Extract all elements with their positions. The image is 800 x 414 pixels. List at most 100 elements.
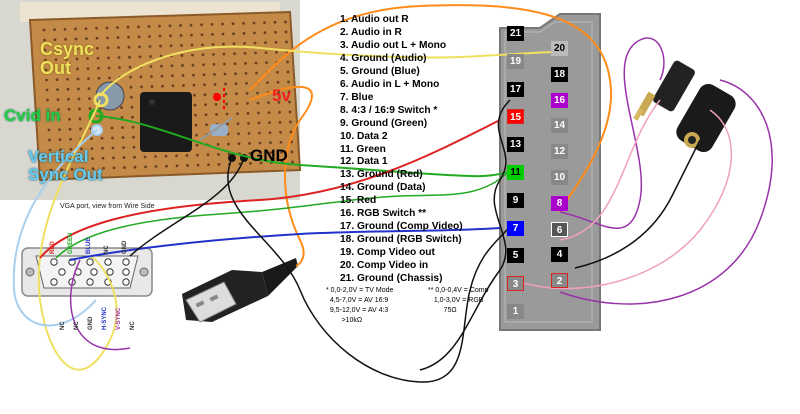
board-hole (150, 85, 154, 88)
board-hole (179, 34, 183, 37)
board-hole (75, 47, 78, 51)
audio-jack-female (676, 83, 736, 153)
board-hole (120, 106, 123, 109)
board-hole (236, 122, 240, 126)
board-hole (264, 41, 267, 45)
label-gnd: GND (250, 146, 288, 165)
resistor (210, 124, 228, 136)
board-hole (277, 100, 281, 104)
pin-list-item: 14. Ground (Data) (340, 182, 426, 194)
board-hole (192, 73, 195, 77)
board-hole (87, 87, 91, 90)
board-hole (122, 146, 125, 149)
board-hole (90, 147, 94, 151)
board-hole (215, 113, 218, 116)
vga-top-pin-label: RED (50, 241, 56, 254)
board-hole (148, 45, 152, 48)
pin-list-item: 18. Ground (RGB Switch) (340, 234, 462, 246)
board-hole (190, 33, 193, 37)
footnote-rgb-switch: ** 0,0-0,4V = Comp 1,0-3,0V = RGB 75Ω (428, 287, 489, 314)
wire-green-cvid (95, 115, 509, 178)
board-hole (245, 81, 248, 85)
wire-pink-1 (559, 99, 661, 241)
board-hole (276, 70, 279, 74)
wire-purple-1 (559, 37, 665, 229)
wire-purple-vga (69, 259, 131, 351)
board-hole (288, 100, 291, 104)
scart-pin-14: 14 (551, 118, 568, 134)
wire-red-vga (39, 119, 501, 259)
board-hole (129, 75, 132, 79)
wire-orange-loop (249, 85, 313, 267)
wire-black-gnd-1 (227, 157, 511, 383)
board-hole (78, 107, 81, 111)
board-hole (78, 117, 82, 121)
board-hole (139, 75, 143, 79)
board-hole (257, 111, 260, 115)
scart-pin-3: 3 (507, 276, 524, 292)
board-hole (58, 128, 61, 132)
board-hole (284, 30, 288, 34)
scart-pin-7: 7 (507, 220, 524, 236)
board-hole (106, 46, 110, 50)
board-hole (95, 36, 99, 40)
board-hole (175, 154, 178, 158)
vga-pin (50, 278, 58, 286)
board-hole (47, 128, 51, 132)
board-hole (55, 78, 59, 82)
board-hole (211, 33, 214, 36)
board-hole (248, 151, 252, 155)
board-hole (189, 23, 193, 27)
board-hole (195, 143, 199, 147)
board-hole (75, 57, 79, 61)
board-hole (137, 25, 140, 29)
pin-list-item: 20. Comp Video in (340, 260, 429, 272)
board-hole (269, 141, 272, 145)
board-hole (224, 92, 228, 96)
resistor-lead (199, 117, 233, 141)
wire-orange-csync (249, 4, 613, 213)
board-hole (245, 91, 249, 95)
board-hole (57, 108, 60, 112)
board-hole (196, 163, 200, 167)
board-hole (246, 111, 250, 115)
board-hole (144, 165, 147, 169)
usb-plug (182, 258, 298, 323)
board-hole (111, 146, 115, 150)
pin-list-item: 6. Audio in L + Mono (340, 78, 440, 90)
board-hole (226, 122, 229, 126)
board-hole (117, 46, 120, 49)
board-hole (123, 166, 126, 169)
board-hole (273, 20, 277, 24)
board-hole (263, 31, 267, 35)
board-hole (267, 111, 271, 115)
vga-bottom-pin-label: NC (74, 321, 80, 330)
board-hole (86, 67, 90, 70)
board-hole (148, 35, 151, 38)
board-hole (180, 44, 183, 47)
board-hole (276, 80, 280, 84)
board-hole (180, 54, 184, 57)
board-hole (91, 157, 94, 161)
board-hole (287, 80, 290, 84)
board-hole (64, 47, 68, 51)
board-hole (60, 168, 63, 172)
board-hole (247, 121, 250, 125)
vga-bottom-pin-label: V-SYNC (116, 307, 122, 330)
board-hole (48, 138, 51, 142)
board-hole (201, 43, 204, 47)
board-hole (285, 40, 288, 44)
board-hole (257, 121, 261, 125)
label-cvid-in: Cvid in (4, 106, 61, 125)
wire-lightblue-vsync (12, 129, 98, 327)
board-hole (54, 58, 58, 62)
vga-bottom-pin-label: NC (130, 321, 136, 330)
board-hole (44, 58, 47, 62)
pin-list-item: 19. Comp Video out (340, 247, 435, 259)
board-hole (137, 35, 141, 39)
board-hole (158, 34, 162, 38)
board-hole (169, 34, 172, 38)
board-hole (48, 148, 52, 152)
board-hole (213, 73, 216, 76)
board-hole (171, 84, 175, 88)
